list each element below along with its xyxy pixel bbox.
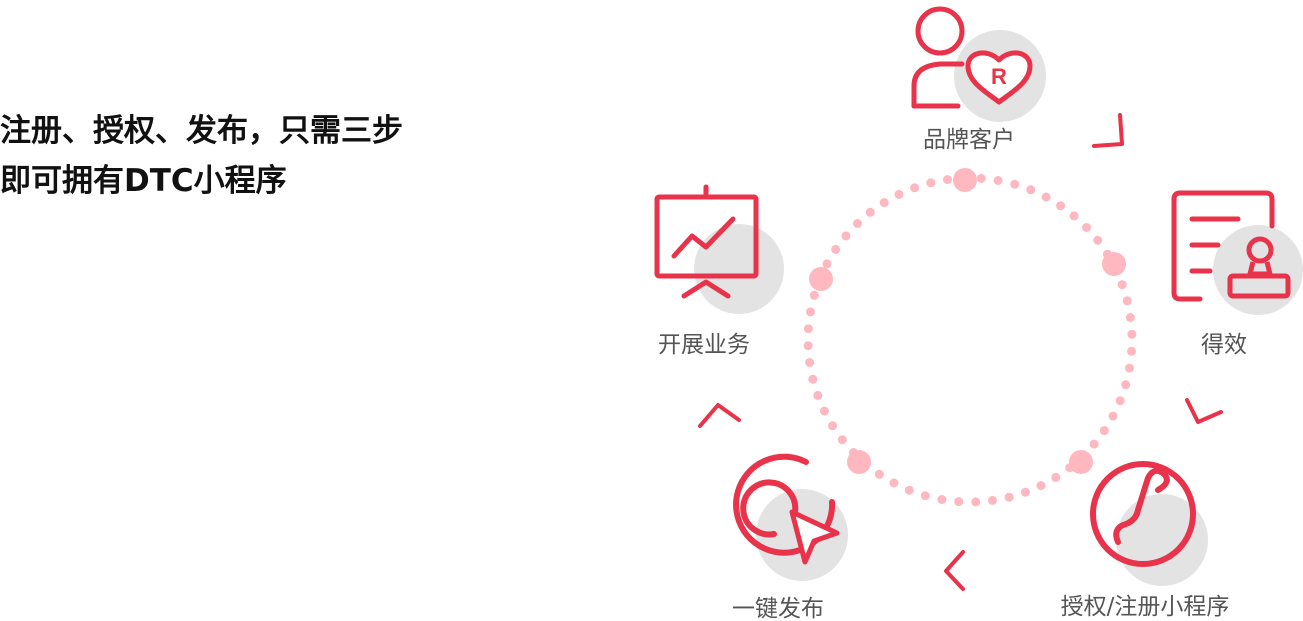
ring-dot <box>976 173 986 183</box>
ring-dot <box>1051 472 1061 482</box>
ring-dot <box>808 374 818 384</box>
ring-dot <box>1020 487 1030 497</box>
ring-dot <box>819 406 829 416</box>
ring-dot <box>937 495 947 504</box>
arrow-4-icon <box>698 403 741 428</box>
step-authorize-register: 授权/注册小程序 <box>1061 461 1230 620</box>
headline-line-2: 即可拥有DTC小程序 <box>0 163 287 199</box>
ring-dot <box>954 497 964 507</box>
ring-dot <box>853 219 862 228</box>
step-label: 一键发布 <box>732 596 824 621</box>
ring-dot <box>1108 411 1118 421</box>
ring-dot <box>831 244 841 254</box>
ring-dot <box>904 485 914 495</box>
ring-dot <box>1010 179 1020 189</box>
ring-dot <box>1026 185 1036 195</box>
ring-dot <box>1117 280 1127 290</box>
ring-dot <box>1093 235 1103 245</box>
arrow-1-icon <box>1092 113 1124 148</box>
ring-dot <box>1036 481 1046 491</box>
ring-dot <box>926 178 936 188</box>
junction-dot <box>1102 252 1126 276</box>
mini-program-icon <box>1090 461 1208 586</box>
arrow-2-icon <box>1185 398 1223 424</box>
presentation-chart-icon <box>654 184 784 314</box>
step-carry-out-business: 开展业务 <box>654 184 784 358</box>
ring-dot <box>1082 223 1091 232</box>
ring-dot <box>1115 396 1125 406</box>
headline-line-1: 注册、授权、发布，只需三步 <box>0 113 403 149</box>
ring-dot <box>1089 439 1099 449</box>
step-label: 授权/注册小程序 <box>1061 594 1230 620</box>
ring-dot <box>1127 346 1137 356</box>
ring-dot <box>874 469 884 479</box>
junction-dot <box>847 450 871 474</box>
ring-dot <box>803 341 813 351</box>
ring-dot <box>993 176 1003 185</box>
document-seal-icon <box>1171 190 1303 315</box>
ring-dot <box>1125 313 1135 322</box>
ring-dot <box>809 290 819 300</box>
dotted-ring <box>803 173 1137 507</box>
headline: 注册、授权、发布，只需三步 即可拥有DTC小程序 <box>0 106 403 206</box>
ring-dot <box>1041 192 1051 202</box>
junction-dot <box>809 267 833 291</box>
svg-text:R: R <box>991 64 1007 89</box>
ring-dot <box>1121 380 1131 390</box>
junction-dot <box>1069 450 1093 474</box>
ring-dot <box>803 324 813 334</box>
ring-dot <box>943 175 952 185</box>
ring-dot <box>1099 426 1109 436</box>
ring-dot <box>1122 296 1132 306</box>
junction-dot <box>953 168 977 192</box>
ring-dot <box>822 259 832 269</box>
ring-dot <box>841 231 851 241</box>
ring-dot <box>813 390 823 400</box>
step-one-click-publish: 一键发布 <box>732 453 848 621</box>
ring-dot <box>828 421 838 431</box>
ring-dot <box>1004 492 1014 502</box>
user-heart-r-icon: R <box>911 6 1046 122</box>
ring-dot <box>1127 329 1137 339</box>
ring-dot <box>920 491 930 501</box>
ring-dot <box>1125 363 1134 373</box>
ring-dot <box>879 198 889 208</box>
step-label: 得效 <box>1201 332 1247 358</box>
ring-dot <box>1069 211 1079 221</box>
step-brand-customer: R 品牌客户 <box>911 6 1046 153</box>
ring-dot <box>889 478 899 488</box>
ring-dot <box>894 189 904 199</box>
ring-dot <box>865 207 875 217</box>
ring-dot <box>910 183 920 193</box>
ring-dot <box>805 358 815 367</box>
ring-dot <box>988 495 997 505</box>
ring-dot <box>1056 201 1066 211</box>
step-label: 开展业务 <box>658 332 750 358</box>
arrow-3-icon <box>944 550 965 591</box>
ring-dot <box>837 435 847 445</box>
step-label: 品牌客户 <box>923 127 1015 153</box>
step-effect: 得效 <box>1171 190 1303 358</box>
ring-dot <box>806 307 815 317</box>
ring-dot <box>971 497 981 507</box>
cursor-click-icon <box>733 453 848 581</box>
junction-dots <box>809 168 1126 474</box>
